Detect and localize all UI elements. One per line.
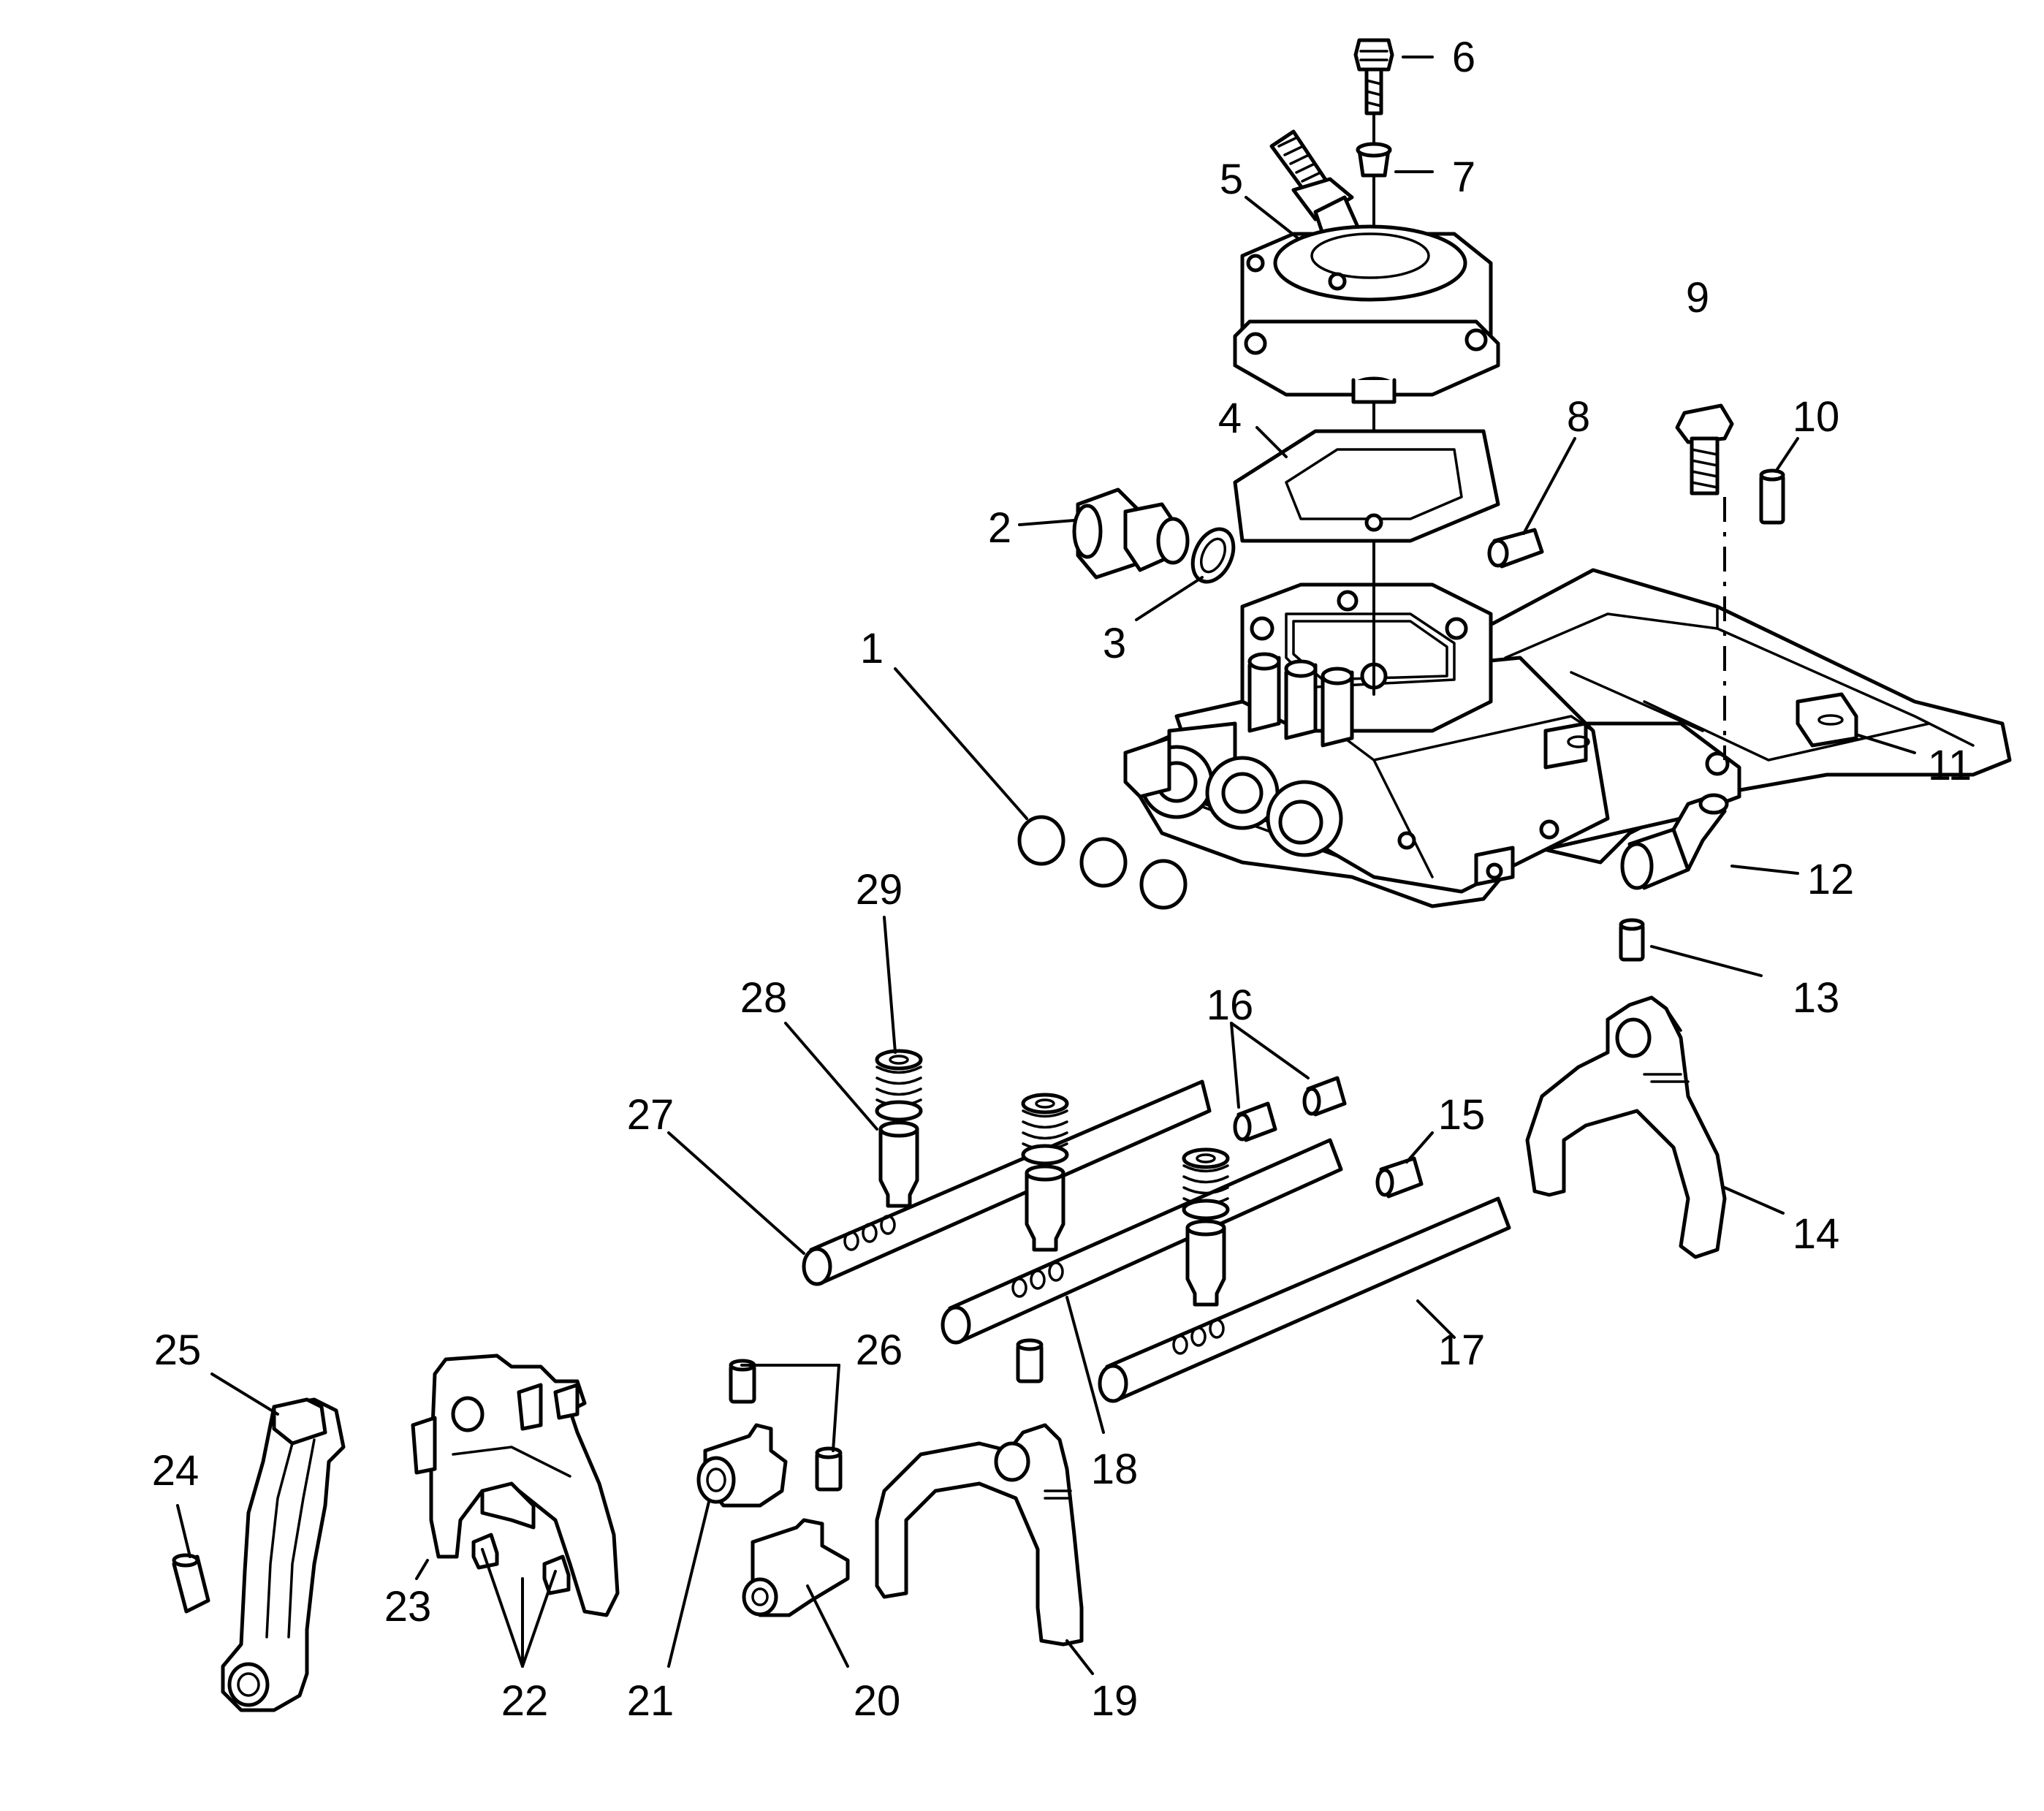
callout-6: 6 bbox=[1452, 34, 1475, 81]
callout-19: 19 bbox=[1091, 1677, 1139, 1725]
pin-lower bbox=[1016, 1338, 1044, 1383]
callout-28: 28 bbox=[740, 974, 788, 1022]
pin-10 bbox=[1759, 468, 1785, 525]
pin-8 bbox=[1487, 528, 1544, 569]
callout-29: 29 bbox=[856, 866, 903, 914]
callout-16: 16 bbox=[1207, 982, 1254, 1029]
callout-labels: 1 2 3 4 5 6 7 8 9 10 11 12 13 14 15 16 1… bbox=[152, 34, 1972, 1725]
shift-control-housing bbox=[1123, 568, 2012, 908]
callout-8: 8 bbox=[1567, 393, 1590, 441]
callout-15: 15 bbox=[1438, 1091, 1486, 1139]
gasket-4 bbox=[1233, 429, 1500, 543]
callout-10: 10 bbox=[1793, 393, 1840, 441]
shift-rail-17 bbox=[1098, 1196, 1511, 1403]
pins-16 bbox=[1233, 1076, 1347, 1142]
callout-27: 27 bbox=[627, 1091, 675, 1139]
callout-4: 4 bbox=[1218, 395, 1242, 442]
shift-fork-19 bbox=[875, 1423, 1084, 1647]
clip-11 bbox=[1796, 692, 1858, 748]
bolt-9 bbox=[1675, 403, 1734, 760]
callout-13: 13 bbox=[1793, 974, 1840, 1022]
callout-20: 20 bbox=[854, 1677, 901, 1725]
shift-rail-18 bbox=[941, 1138, 1343, 1345]
shift-lever-housing-5 bbox=[1233, 129, 1500, 404]
plunger-28 bbox=[878, 1120, 919, 1208]
bushing-7 bbox=[1356, 142, 1392, 178]
callout-17: 17 bbox=[1438, 1326, 1486, 1374]
spring-29 bbox=[875, 1049, 923, 1122]
callout-14: 14 bbox=[1793, 1210, 1840, 1258]
pin-13 bbox=[1619, 918, 1645, 962]
switch-2 bbox=[1072, 487, 1190, 580]
shift-fork-25 bbox=[221, 1397, 346, 1712]
leader-lines bbox=[176, 56, 1916, 1675]
callout-25: 25 bbox=[154, 1326, 202, 1374]
fitting-12 bbox=[1620, 793, 1729, 890]
lever-21 bbox=[696, 1423, 788, 1508]
pin-24 bbox=[172, 1553, 210, 1614]
callout-12: 12 bbox=[1807, 856, 1855, 903]
callout-1: 1 bbox=[860, 625, 884, 672]
callout-9: 9 bbox=[1686, 274, 1709, 322]
pin-15 bbox=[1375, 1156, 1424, 1199]
washer-3 bbox=[1190, 527, 1236, 584]
callout-5: 5 bbox=[1220, 156, 1243, 203]
callout-26: 26 bbox=[856, 1326, 903, 1374]
callout-22: 22 bbox=[501, 1677, 549, 1725]
shift-rail-27 bbox=[802, 1079, 1212, 1286]
callout-7: 7 bbox=[1452, 153, 1475, 201]
lever-20 bbox=[742, 1518, 850, 1617]
plugs-1 bbox=[1017, 815, 1188, 910]
callout-2: 2 bbox=[988, 504, 1011, 552]
shift-fork-23 bbox=[411, 1353, 620, 1617]
spring-right bbox=[1182, 1147, 1230, 1307]
callout-3: 3 bbox=[1103, 620, 1126, 667]
callout-21: 21 bbox=[627, 1677, 675, 1725]
shift-fork-14 bbox=[1525, 995, 1727, 1259]
callout-11: 11 bbox=[1928, 742, 1972, 789]
spring-mid bbox=[1021, 1093, 1069, 1252]
callout-23: 23 bbox=[384, 1583, 432, 1630]
callout-24: 24 bbox=[152, 1447, 200, 1495]
callout-18: 18 bbox=[1091, 1446, 1139, 1493]
